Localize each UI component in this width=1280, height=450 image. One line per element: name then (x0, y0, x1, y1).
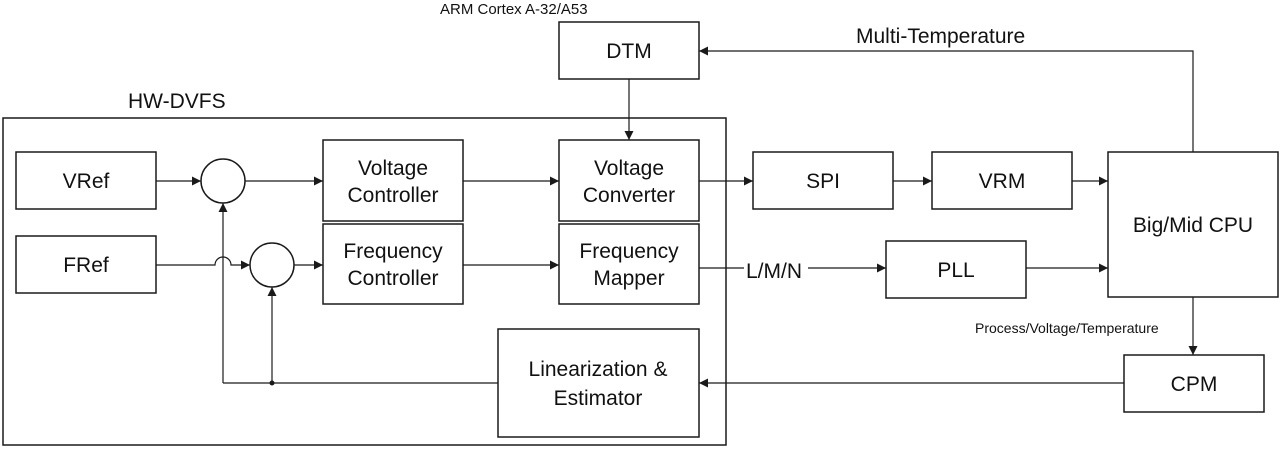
linearization-estimator-block (497, 328, 700, 438)
frequency-mapper-line1: Frequency (579, 240, 679, 263)
cpu-to-dtm-arrow (699, 46, 1194, 152)
voltage-converter-line2: Converter (583, 184, 675, 207)
frequency-controller-line1: Frequency (343, 240, 443, 263)
hw-dvfs-container (2, 117, 727, 446)
vref-block (15, 151, 157, 210)
frequency-mapper-line2: Mapper (593, 267, 664, 290)
frequency-controller-line2: Controller (347, 267, 438, 290)
dtm-label: DTM (606, 40, 652, 63)
multi-temperature-label: Multi-Temperature (856, 25, 1025, 48)
voltage-controller-line1: Voltage (358, 157, 428, 180)
voltage-controller-line2: Controller (347, 184, 438, 207)
cpm-label: CPM (1171, 373, 1218, 396)
pvt-label: Process/Voltage/Temperature (975, 320, 1159, 336)
frequency-mapper-block (558, 223, 700, 305)
spi-label: SPI (806, 170, 840, 193)
frequency-controller-block (322, 223, 464, 305)
lmn-label: L/M/N (746, 260, 802, 283)
feedback-split-dot (269, 380, 275, 386)
pll-block (885, 240, 1027, 299)
big-mid-cpu-block (1107, 151, 1279, 298)
voltage-summing-junction (200, 158, 246, 204)
voltage-converter-block (558, 139, 700, 222)
fref-to-junction-arrow (156, 256, 250, 270)
vrm-label: VRM (979, 170, 1026, 193)
linearization-line2: Estimator (554, 387, 643, 410)
arm-cortex-label: ARM Cortex A-32/A53 (440, 1, 588, 18)
hw-dvfs-label: HW-DVFS (128, 90, 226, 113)
cpu-label: Big/Mid CPU (1133, 214, 1253, 237)
voltage-controller-block (322, 139, 464, 222)
frequency-summing-junction (249, 242, 295, 288)
pll-label: PLL (937, 259, 974, 282)
vref-label: VRef (63, 170, 110, 193)
fref-label: FRef (63, 254, 109, 277)
linearization-line1: Linearization & (529, 358, 668, 381)
voltage-converter-line1: Voltage (594, 157, 664, 180)
